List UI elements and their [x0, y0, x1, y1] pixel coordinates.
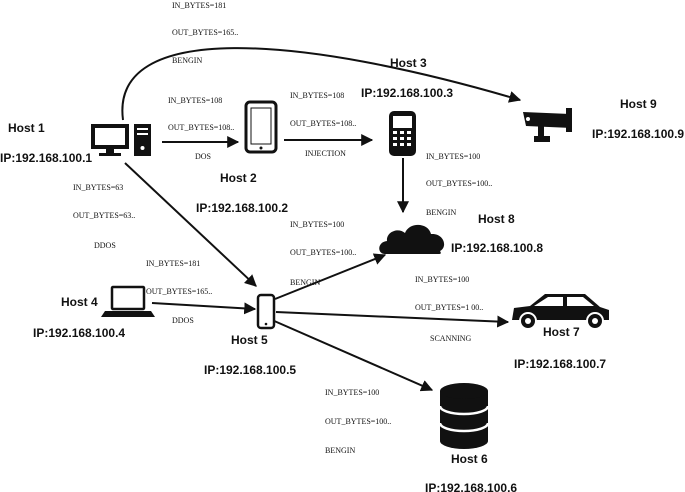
edge-h4-h5-out-bytes: OUT_BYTES=165..	[146, 287, 212, 296]
edge-host1-host5	[124, 162, 257, 287]
host9-ip: IP:192.168.100.9	[592, 127, 684, 141]
edge-h5-h8-in-bytes: IN_BYTES=100	[290, 220, 344, 229]
edge-h1-h2-type: DOS	[195, 152, 211, 161]
edge-h1-h9-out-bytes: OUT_BYTES=165..	[172, 28, 238, 37]
laptop-icon	[101, 285, 155, 317]
host6-name: Host 6	[451, 452, 488, 466]
edge-h1-h2-in-bytes: IN_BYTES=108	[168, 96, 222, 105]
edge-h5-h8-type: BENGIN	[290, 278, 320, 287]
host4-ip: IP:192.168.100.4	[33, 326, 125, 340]
host2-ip: IP:192.168.100.2	[196, 201, 288, 215]
edge-host5-host7	[275, 311, 510, 328]
edge-host5-host8	[274, 253, 387, 300]
edge-h5-h6-type: BENGIN	[325, 446, 355, 455]
host6-ip: IP:192.168.100.6	[425, 481, 517, 492]
edge-h2-h3-type: INJECTION	[305, 149, 346, 158]
host7-name: Host 7	[543, 325, 580, 339]
edge-h3-h8-out-bytes: OUT_BYTES=100..	[426, 179, 492, 188]
database-icon	[438, 383, 490, 449]
host8-ip: IP:192.168.100.8	[451, 241, 543, 255]
edge-h5-h6-out-bytes: OUT_BYTES=100..	[325, 417, 391, 426]
edge-h1-h9-in-bytes: IN_BYTES=181	[172, 1, 226, 10]
host9-name: Host 9	[620, 97, 657, 111]
edge-h3-h8-type: BENGIN	[426, 208, 456, 217]
edge-h4-h5-type: DDOS	[172, 316, 194, 325]
edge-h5-h8-out-bytes: OUT_BYTES=100..	[290, 248, 356, 257]
edge-host4-host5	[151, 302, 257, 315]
edge-h1-h2-out-bytes: OUT_BYTES=108..	[168, 123, 234, 132]
edge-h1-h9-type: BENGIN	[172, 56, 202, 65]
edge-h5-h6-in-bytes: IN_BYTES=100	[325, 388, 379, 397]
edge-h5-h7-in-bytes: IN_BYTES=100	[415, 275, 469, 284]
edge-h4-h5-in-bytes: IN_BYTES=181	[146, 259, 200, 268]
cloud-icon	[379, 224, 445, 254]
host7-ip: IP:192.168.100.7	[514, 357, 606, 371]
host4-name: Host 4	[61, 295, 98, 309]
host2-name: Host 2	[220, 171, 257, 185]
host5-ip: IP:192.168.100.5	[204, 363, 296, 377]
feature-phone-icon	[389, 111, 416, 156]
edge-h1-h5-in-bytes: IN_BYTES=63	[73, 183, 123, 192]
desktop-computer-icon	[91, 124, 151, 156]
host8-name: Host 8	[478, 212, 515, 226]
edge-host1-host9	[121, 47, 522, 121]
car-icon	[512, 294, 609, 330]
edge-h1-h5-type: DDOS	[94, 241, 116, 250]
security-camera-icon	[523, 108, 572, 142]
host1-ip: IP:192.168.100.1	[0, 151, 92, 165]
smartphone-icon	[256, 293, 276, 330]
host5-name: Host 5	[231, 333, 268, 347]
host3-name: Host 3	[390, 56, 427, 70]
host3-ip: IP:192.168.100.3	[361, 86, 453, 100]
tablet-icon	[244, 100, 278, 154]
edge-h2-h3-out-bytes: OUT_BYTES=108..	[290, 119, 356, 128]
edge-h2-h3-in-bytes: IN_BYTES=108	[290, 91, 344, 100]
edge-h5-h7-out-bytes: OUT_BYTES=1 00..	[415, 303, 483, 312]
edge-h3-h8-in-bytes: IN_BYTES=100	[426, 152, 480, 161]
edge-host5-host6	[271, 319, 434, 392]
edge-h1-h5-out-bytes: OUT_BYTES=63..	[73, 211, 135, 220]
edge-h5-h7-type: SCANNING	[430, 334, 472, 343]
host1-name: Host 1	[8, 121, 45, 135]
